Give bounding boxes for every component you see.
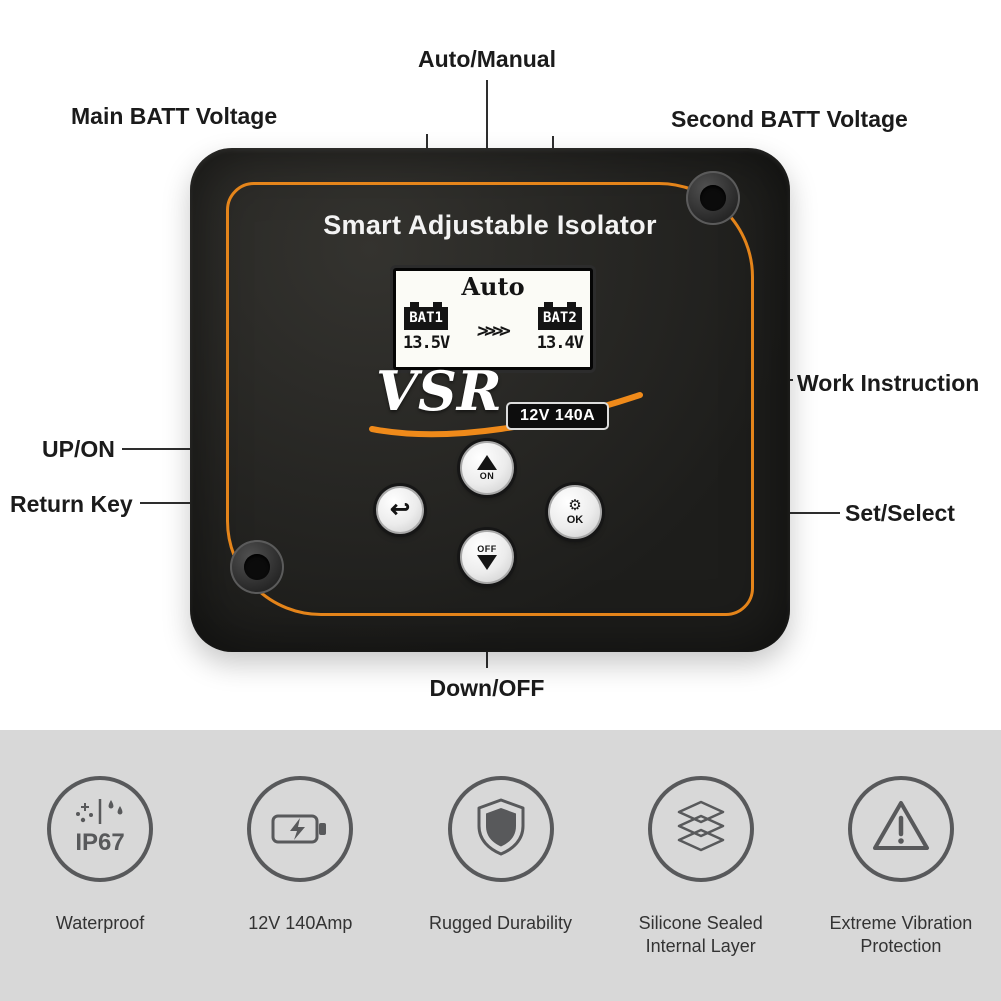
display-mode: Auto <box>461 272 525 301</box>
battery1-icon: BAT1 <box>404 302 448 330</box>
brand-logo: VSR <box>376 359 502 423</box>
battery2-voltage: 13.4V <box>536 332 584 353</box>
up-button-label: ON <box>479 471 495 481</box>
isolator-device: Smart Adjustable Isolator Auto BAT1 13.5… <box>190 148 790 652</box>
return-button: ↩ <box>376 486 424 534</box>
shield-icon <box>447 776 554 882</box>
down-off-button: OFF <box>460 530 514 584</box>
battery2-icon: BAT2 <box>538 302 582 330</box>
lcd-display: Auto BAT1 13.5V >>>> BAT2 13.4V <box>393 268 593 370</box>
ok-set-button: ⚙ OK <box>548 485 602 539</box>
feature-vibration-protection: Extreme Vibration Protection <box>801 730 1001 1001</box>
gear-icon: ⚙ <box>568 497 582 514</box>
feature-label-waterproof: Waterproof <box>55 913 145 933</box>
callout-return-key: Return Key <box>10 491 133 517</box>
callout-main-batt-voltage: Main BATT Voltage <box>71 103 278 129</box>
callout-work-instruction: Work Instruction <box>797 370 980 396</box>
callout-set-select: Set/Select <box>845 500 955 526</box>
feature-label-amperage: 12V 140Amp <box>248 913 353 933</box>
feature-silicone-sealed: Silicone Sealed Internal Layer <box>601 730 801 1001</box>
device-title: Smart Adjustable Isolator <box>323 210 657 240</box>
feature-label-silicone-sealed: Silicone Sealed Internal Layer <box>638 913 763 957</box>
ip67-text: IP67 <box>75 829 124 856</box>
ip67-waterproof-icon: IP67 <box>47 776 154 882</box>
callout-second-batt-voltage: Second BATT Voltage <box>671 106 908 132</box>
feature-waterproof: IP67 Waterproof <box>0 730 200 1001</box>
callout-auto-manual: Auto/Manual <box>418 46 556 72</box>
battery-power-icon <box>247 776 354 882</box>
layers-icon <box>647 776 754 882</box>
display-row: BAT1 13.5V >>>> BAT2 13.4V <box>396 301 590 353</box>
mounting-hole-bottom-left <box>230 540 284 594</box>
up-on-button: ON <box>460 441 514 495</box>
down-button-label: OFF <box>477 544 497 554</box>
feature-label-vibration-protection: Extreme Vibration Protection <box>829 913 973 957</box>
device-orange-frame <box>226 182 754 616</box>
feature-durability: Rugged Durability <box>400 730 600 1001</box>
battery1-voltage: 13.5V <box>403 332 450 353</box>
callout-up-on: UP/ON <box>42 436 115 462</box>
feature-label-durability: Rugged Durability <box>428 913 573 933</box>
battery1-readout: BAT1 13.5V <box>403 302 450 353</box>
battery2-readout: BAT2 13.4V <box>536 302 584 353</box>
features-band: IP67 Waterproof 12V 140Amp <box>0 730 1001 1001</box>
mounting-hole-top-right <box>686 171 740 225</box>
return-arrow-icon: ↩ <box>389 496 411 523</box>
feature-amperage: 12V 140Amp <box>200 730 400 1001</box>
callout-down-off: Down/OFF <box>429 675 545 701</box>
arrow-up-icon <box>477 455 497 470</box>
charge-flow-arrows-icon: >>>> <box>476 320 509 342</box>
ok-button-label: OK <box>566 514 584 526</box>
rating-badge: 12V 140A <box>506 402 610 430</box>
warning-triangle-icon <box>847 776 954 882</box>
arrow-down-icon <box>477 555 497 570</box>
